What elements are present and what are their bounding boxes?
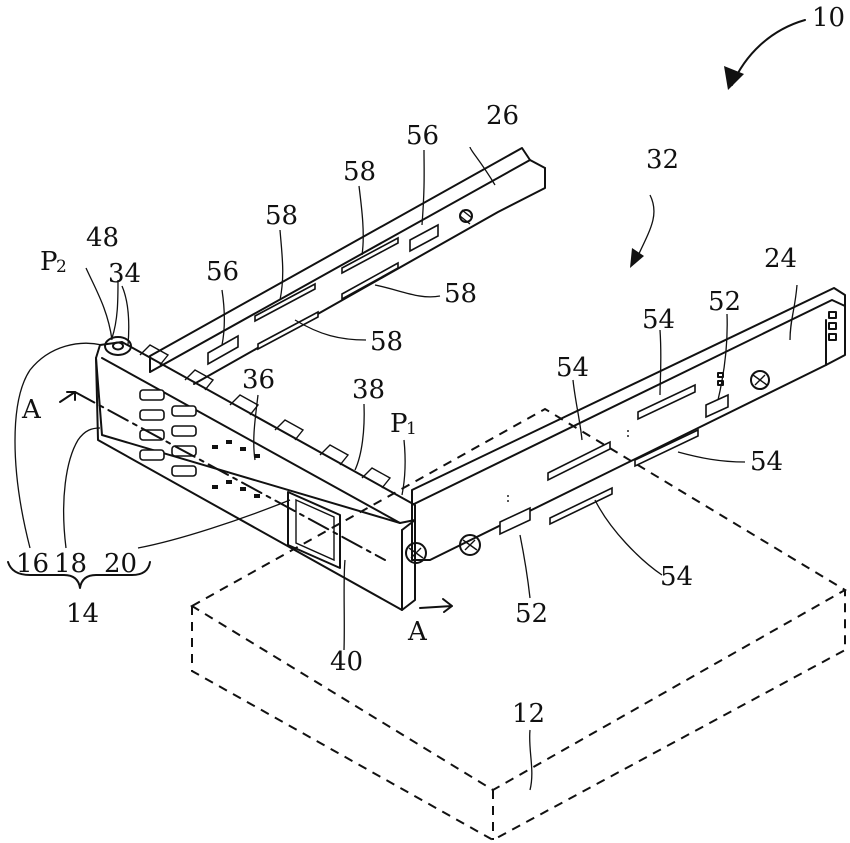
label-40: 40 bbox=[330, 647, 363, 677]
label-14: 14 bbox=[66, 599, 99, 629]
label-52-bottom: 52 bbox=[515, 599, 548, 629]
label-16: 16 bbox=[16, 549, 49, 579]
right-rail bbox=[406, 288, 845, 563]
label-10: 10 bbox=[812, 3, 845, 33]
label-48: 48 bbox=[86, 223, 119, 253]
label-18: 18 bbox=[54, 549, 87, 579]
label-24: 24 bbox=[764, 244, 797, 274]
label-36: 36 bbox=[242, 365, 275, 395]
label-p2-sub: 2 bbox=[56, 257, 67, 277]
ref-arrow-10 bbox=[724, 20, 805, 90]
label-p2: P bbox=[40, 247, 58, 277]
label-32: 32 bbox=[646, 145, 679, 175]
label-58-a: 58 bbox=[343, 157, 376, 187]
label-38: 38 bbox=[352, 375, 385, 405]
label-54-b: 54 bbox=[556, 353, 589, 383]
vent-grid bbox=[140, 390, 196, 476]
label-52-top: 52 bbox=[708, 287, 741, 317]
ref-arrow-32 bbox=[630, 195, 654, 268]
reference-labels: 10 12 14 16 18 20 24 26 32 34 36 38 40 4… bbox=[16, 3, 845, 729]
label-58-c: 58 bbox=[444, 279, 477, 309]
label-56-top: 56 bbox=[406, 121, 439, 151]
label-a-left: A bbox=[21, 395, 42, 425]
label-34: 34 bbox=[108, 259, 141, 289]
label-p1: P bbox=[390, 409, 408, 439]
label-a-right: A bbox=[407, 617, 428, 647]
label-58-d: 58 bbox=[370, 327, 403, 357]
label-p1-sub: 1 bbox=[406, 419, 417, 439]
label-26: 26 bbox=[486, 101, 519, 131]
leader-lines bbox=[15, 147, 797, 790]
label-56-bottom: 56 bbox=[206, 257, 239, 287]
label-54-c: 54 bbox=[750, 447, 783, 477]
label-20: 20 bbox=[104, 549, 137, 579]
label-12: 12 bbox=[512, 699, 545, 729]
label-54-d: 54 bbox=[660, 562, 693, 592]
label-54-a: 54 bbox=[642, 305, 675, 335]
label-58-b: 58 bbox=[265, 201, 298, 231]
